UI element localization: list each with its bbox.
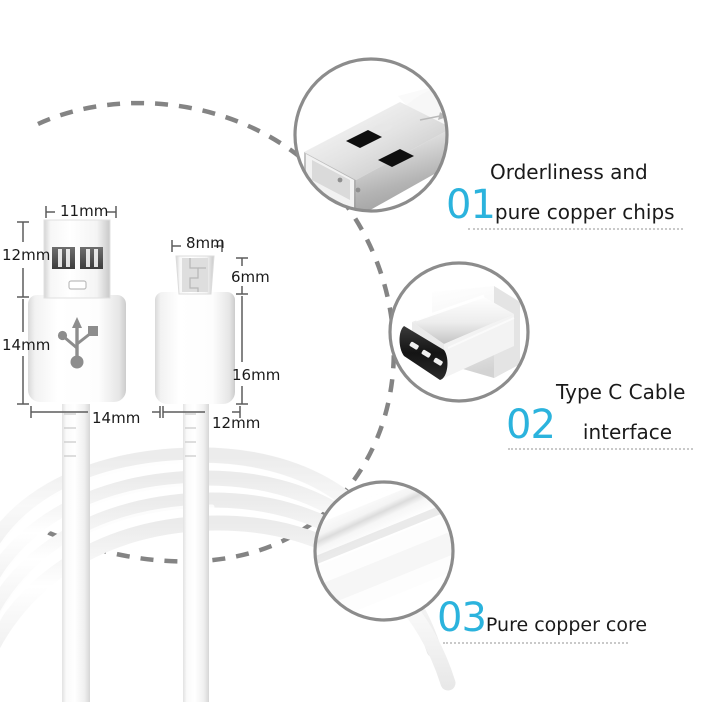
callout-01-line1: Orderliness and	[490, 160, 648, 184]
dim-usb-a-housing-width: 14mm	[92, 409, 141, 427]
usb-trident-logo	[57, 317, 98, 369]
callout-02-line2: interface	[582, 420, 673, 444]
callout-text-03: 03 Pure copper core	[437, 598, 652, 644]
callout-01-underline	[468, 228, 683, 230]
callout-03-line1: Pure copper core	[485, 614, 648, 636]
dim-usb-a-housing-height: 14mm	[2, 336, 51, 354]
callout-02-underline	[508, 448, 693, 450]
micro-usb-contacts	[189, 258, 206, 292]
micro-usb-connector-diagram	[155, 255, 235, 702]
dim-micro-plug-height: 6mm	[231, 268, 270, 286]
callout-01-number: 01	[446, 182, 496, 228]
callout-03-number: 03	[437, 595, 487, 641]
usb-a-connector-diagram	[28, 219, 126, 702]
dashed-arc	[37, 100, 396, 564]
callout-03-underline	[443, 642, 628, 644]
dim-usb-a-plug-width: 11mm	[60, 202, 109, 220]
callout-02-number: 02	[506, 402, 556, 448]
callout-01-line2: pure copper chips	[494, 200, 675, 224]
callout-circle-type-c	[388, 261, 530, 403]
callout-text-01: Orderliness and 01 pure copper chips	[446, 160, 696, 230]
usb-a-contact-slots	[52, 247, 103, 269]
micro-usb-strain-relief	[185, 413, 196, 457]
callout-circle-copper-core	[313, 480, 455, 622]
callout-text-02: Type C Cable 02 interface	[506, 380, 716, 450]
dim-micro-plug-width: 8mm	[186, 234, 225, 252]
usb-a-strain-relief	[62, 404, 90, 460]
dim-micro-housing-width: 12mm	[212, 414, 261, 432]
callout-circle-usb-a	[293, 57, 449, 213]
micro-usb-dimension-lines	[162, 240, 248, 418]
usb-a-dimension-lines	[17, 206, 161, 418]
dim-usb-a-plug-height: 12mm	[2, 246, 51, 264]
callout-02-line1: Type C Cable	[556, 380, 686, 404]
dim-micro-housing-height: 16mm	[232, 366, 281, 384]
